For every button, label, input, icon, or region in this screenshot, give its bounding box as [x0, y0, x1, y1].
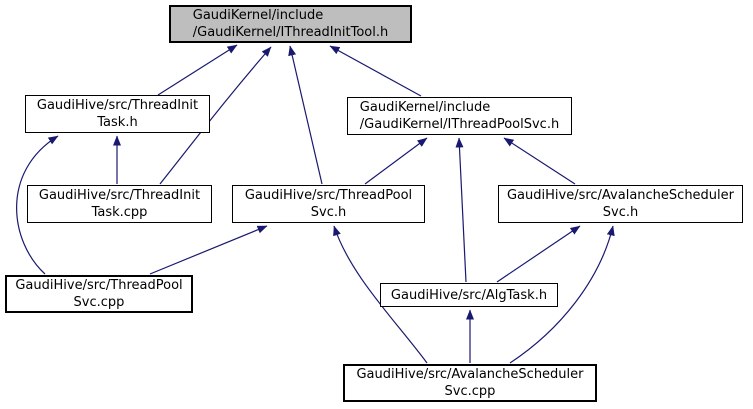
node-ithreadpoolsvc-h[interactable]: GaudiKernel/include/GaudiKernel/IThreadP… — [347, 97, 572, 135]
edge-avalancheschedulersvc-h-to-ithreadpoolsvc-h — [503, 137, 576, 185]
edge-algtask-h-to-ithreadpoolsvc-h — [455, 137, 467, 283]
edge-ithreadpoolsvc-h-to-ithreadinittool-h — [329, 45, 422, 97]
edge-threadpoolsvc-h-to-ithreadpoolsvc-h — [364, 137, 428, 185]
edge-threadpoolsvc-cpp-to-threadpoolsvc-h — [149, 225, 268, 275]
edge-threadinittask-h-to-ithreadinittool-h — [157, 44, 238, 96]
edge-algtask-h-to-avalancheschedulersvc-h — [496, 225, 581, 283]
node-label: GaudiHive/src/AlgTask.h — [390, 287, 548, 303]
edge-threadpoolsvc-h-to-ithreadinittool-h — [288, 45, 323, 185]
node-algtask-h[interactable]: GaudiHive/src/AlgTask.h — [380, 283, 558, 307]
node-ithreadinittool-h[interactable]: GaudiKernel/include/GaudiKernel/IThreadI… — [169, 5, 412, 43]
node-label: GaudiKernel/include/GaudiKernel/IThreadI… — [192, 8, 389, 40]
edge-threadinittask-cpp-to-ithreadinittool-h — [159, 46, 272, 185]
edge-avalancheschedulersvc-cpp-to-threadpoolsvc-h — [333, 225, 428, 364]
node-label: GaudiKernel/include/GaudiKernel/IThreadP… — [359, 100, 560, 132]
edge-threadpoolsvc-cpp-to-threadinittask-h — [16, 135, 59, 275]
edge-avalancheschedulersvc-cpp-to-avalancheschedulersvc-h — [509, 225, 615, 364]
